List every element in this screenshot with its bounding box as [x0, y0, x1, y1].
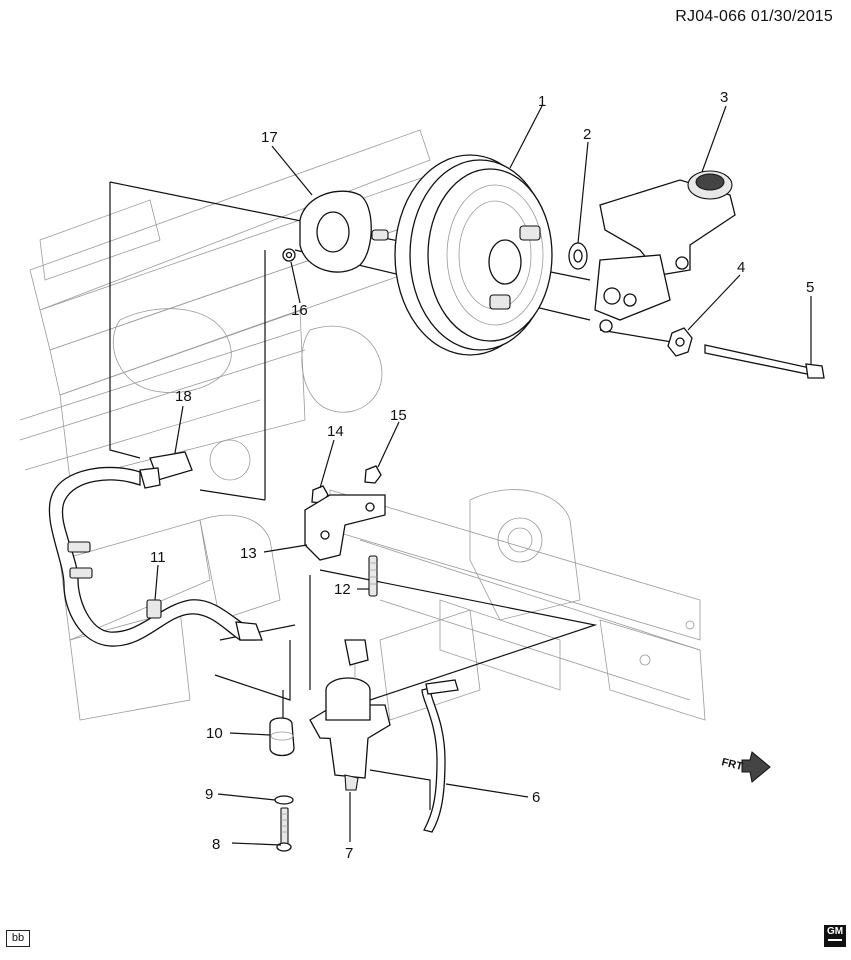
callout-1: 1	[538, 93, 546, 110]
gasket-part	[299, 190, 372, 273]
sensor-connector-part	[139, 451, 193, 489]
callout-3: 3	[720, 89, 728, 106]
callout-6: 6	[532, 789, 540, 806]
vehicle-body-background	[19, 129, 706, 721]
callout-10: 10	[206, 725, 223, 742]
callout-8: 8	[212, 836, 220, 853]
vacuum-pump-part	[309, 639, 391, 791]
callout-18: 18	[175, 388, 192, 405]
seal-part	[568, 242, 588, 270]
master-cylinder-part	[594, 170, 736, 333]
brake-booster-part	[371, 154, 553, 356]
bb-tag: bb	[6, 930, 30, 947]
callout-2: 2	[583, 126, 591, 143]
nut-part	[667, 327, 693, 357]
callout-15: 15	[390, 407, 407, 424]
callout-9: 9	[205, 786, 213, 803]
small-nut-part	[282, 248, 296, 262]
washer-part	[274, 795, 294, 805]
callout-16: 16	[291, 302, 308, 319]
callout-4: 4	[737, 259, 745, 276]
vacuum-hose-part	[48, 466, 263, 647]
pump-hose-part	[421, 679, 459, 833]
bolt-part	[704, 344, 825, 379]
callout-12: 12	[334, 581, 351, 598]
callout-labels: 1 2 3 4 5 6 7 8 9 10 11 12 13 14 15 16 1…	[150, 89, 814, 862]
callout-11: 11	[150, 549, 166, 566]
callout-13: 13	[240, 545, 257, 562]
grommet-part	[269, 717, 295, 757]
pump-bracket-part	[304, 494, 386, 561]
callout-7: 7	[345, 845, 353, 862]
front-label: FRT	[720, 756, 744, 773]
document-id: RJ04-066 01/30/2015	[675, 8, 833, 25]
callout-5: 5	[806, 279, 814, 296]
front-direction-indicator	[741, 751, 771, 783]
gm-logo: GM	[824, 925, 846, 947]
callout-17: 17	[261, 129, 278, 146]
gm-logo-text: GM	[826, 926, 844, 937]
callout-14: 14	[327, 423, 344, 440]
gm-logo-underline	[828, 939, 842, 941]
pump-bolt-part	[276, 807, 292, 852]
stud-part	[368, 555, 378, 597]
callout-leaders	[154, 105, 812, 846]
